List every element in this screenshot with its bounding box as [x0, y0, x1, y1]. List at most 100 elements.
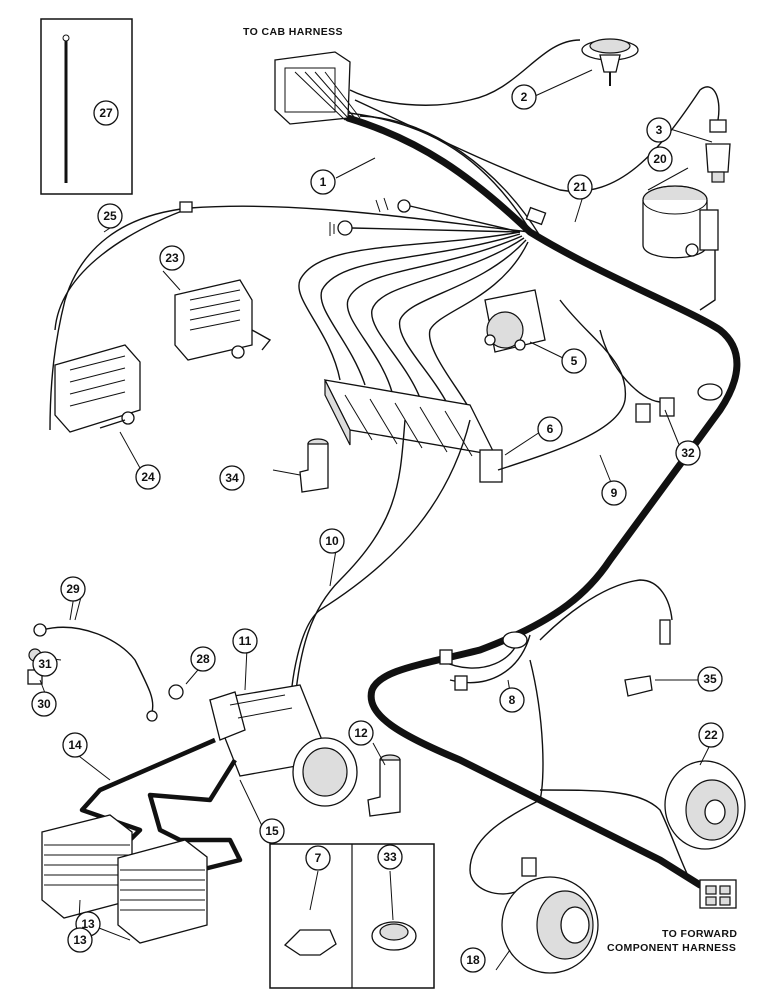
callout-number: 13	[81, 917, 95, 931]
cable-15	[147, 758, 243, 873]
callout-circle	[97, 203, 123, 229]
callout-number: 35	[703, 672, 717, 686]
part-8-sender	[439, 631, 528, 691]
cab-connector	[274, 51, 361, 125]
callout-12: 12	[348, 720, 374, 746]
wire-10	[294, 419, 406, 701]
callout-circle	[698, 722, 724, 748]
part-11-starter	[209, 684, 358, 807]
callout-25: 25	[97, 203, 123, 229]
callout-circle	[601, 480, 627, 506]
callout-31: 31	[32, 651, 58, 677]
callout-6: 6	[537, 416, 563, 442]
part-3-sender	[705, 119, 731, 183]
callout-number: 30	[37, 697, 51, 711]
harness-25	[49, 205, 531, 431]
callout-18: 18	[460, 947, 486, 973]
callout-21: 21	[567, 174, 593, 200]
part-5-solenoid	[484, 289, 546, 353]
callout-circle	[561, 348, 587, 374]
callout-number: 33	[383, 850, 397, 864]
callout-34: 34	[219, 465, 245, 491]
callout-circle	[348, 720, 374, 746]
callout-number: 9	[611, 486, 618, 500]
callout-number: 34	[225, 471, 239, 485]
callout-circle	[135, 464, 161, 490]
callout-20: 20	[647, 146, 673, 172]
callout-10: 10	[319, 528, 345, 554]
part-34-elbow	[299, 438, 329, 493]
callout-number: 28	[196, 652, 210, 666]
callout-number: 2	[521, 90, 528, 104]
callout-number: 1	[320, 175, 327, 189]
callout-number: 6	[547, 422, 554, 436]
callout-circle	[259, 818, 285, 844]
callout-number: 15	[265, 824, 279, 838]
callout-number: 3	[656, 123, 663, 137]
callout-circle	[697, 666, 723, 692]
callout-29: 29	[60, 576, 86, 602]
main-harness-trunk	[344, 114, 741, 889]
callout-circle	[93, 100, 119, 126]
callout-circle	[32, 651, 58, 677]
callout-circle	[567, 174, 593, 200]
callout-number: 14	[68, 738, 82, 752]
callout-number: 20	[653, 152, 667, 166]
callout-circle	[60, 576, 86, 602]
callout-8: 8	[499, 687, 525, 713]
callout-number: 32	[681, 446, 695, 460]
callout-22: 22	[698, 722, 724, 748]
callout-number: 25	[103, 209, 117, 223]
callout-15: 15	[259, 818, 285, 844]
callout-circle	[310, 169, 336, 195]
callout-circle	[319, 528, 345, 554]
dipstick-inset	[40, 18, 133, 195]
callout-number: 13	[73, 933, 87, 947]
callout-circle	[537, 416, 563, 442]
callout-number: 23	[165, 251, 179, 265]
part-18-alternator	[501, 876, 599, 974]
part-22-pulley	[664, 760, 746, 850]
callout-number: 12	[354, 726, 368, 740]
callout-11: 11	[232, 628, 258, 654]
callout-circle	[62, 732, 88, 758]
callout-circle	[305, 845, 331, 871]
callout-number: 7	[315, 851, 322, 865]
callout-circle	[31, 691, 57, 717]
callout-number: 22	[704, 728, 718, 742]
callout-circle	[190, 646, 216, 672]
cab-harness-caption: TO CAB HARNESS	[243, 26, 343, 38]
part-24-relay	[54, 344, 141, 433]
switch-inset-box	[269, 843, 435, 989]
callout-circle	[511, 84, 537, 110]
callout-3: 3	[646, 117, 672, 143]
callout-30: 30	[31, 691, 57, 717]
part-32-connector	[599, 329, 723, 423]
forward-harness-caption-line1: TO FORWARD	[662, 928, 738, 940]
callout-circle	[159, 245, 185, 271]
part-13-battery-right	[117, 839, 208, 944]
callout-number: 29	[66, 582, 80, 596]
forward-connector	[699, 879, 737, 909]
callout-number: 8	[509, 693, 516, 707]
part-23-relay	[174, 279, 253, 361]
callout-24: 24	[135, 464, 161, 490]
callout-number: 24	[141, 470, 155, 484]
part-12-elbow	[367, 754, 401, 817]
callout-2: 2	[511, 84, 537, 110]
part-2-switch	[581, 38, 639, 86]
callout-circle	[460, 947, 486, 973]
part-6-fuse-block	[323, 379, 503, 483]
callout-13: 13	[67, 927, 93, 953]
callout-number: 21	[573, 180, 587, 194]
part-35-sender	[624, 619, 671, 697]
callout-5: 5	[561, 348, 587, 374]
callout-9: 9	[601, 480, 627, 506]
callout-number: 18	[466, 953, 480, 967]
callout-circle	[377, 844, 403, 870]
callout-28: 28	[190, 646, 216, 672]
callout-27: 27	[93, 100, 119, 126]
callout-7: 7	[305, 845, 331, 871]
